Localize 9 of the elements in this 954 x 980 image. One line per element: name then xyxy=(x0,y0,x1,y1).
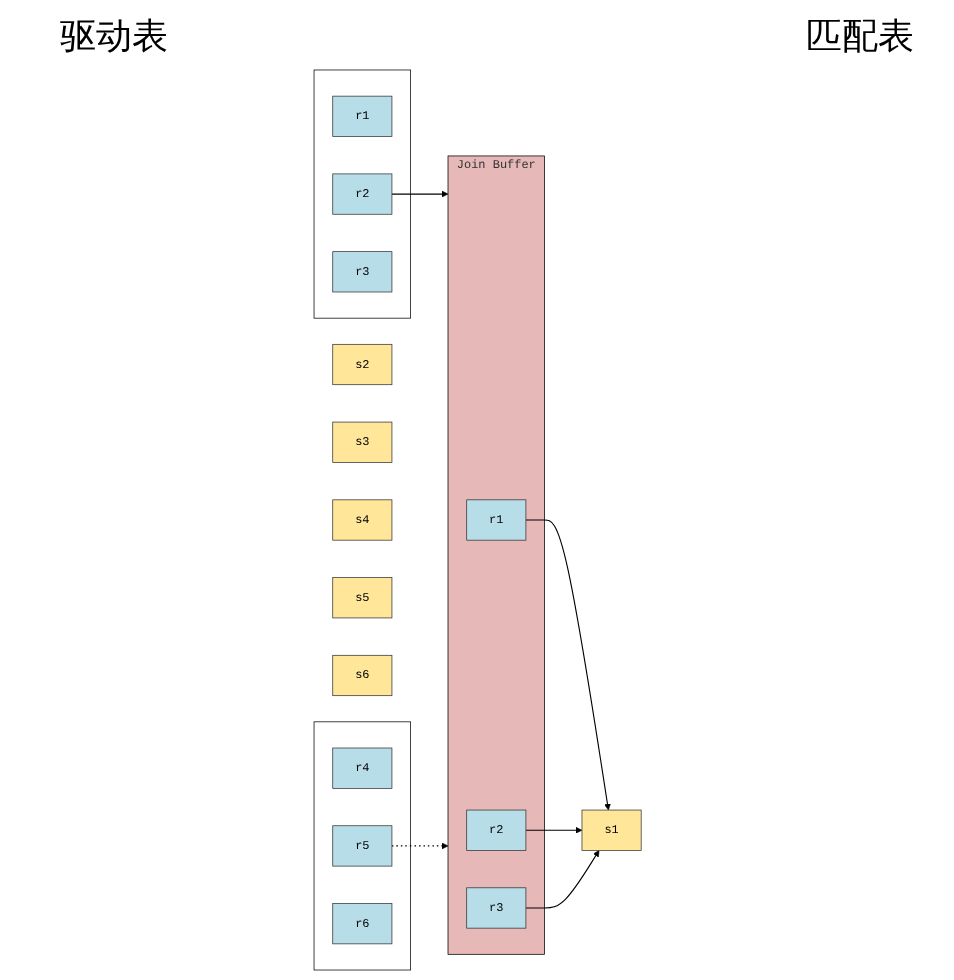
cluster xyxy=(313,721,411,971)
arrow xyxy=(524,519,611,811)
cluster xyxy=(313,69,411,319)
column-heading: 匹配表 xyxy=(806,14,914,60)
arrow xyxy=(390,842,448,850)
arrow xyxy=(390,190,448,198)
arrow xyxy=(524,850,599,909)
arrow xyxy=(524,826,582,834)
column-heading: 驱动表 xyxy=(60,14,168,60)
